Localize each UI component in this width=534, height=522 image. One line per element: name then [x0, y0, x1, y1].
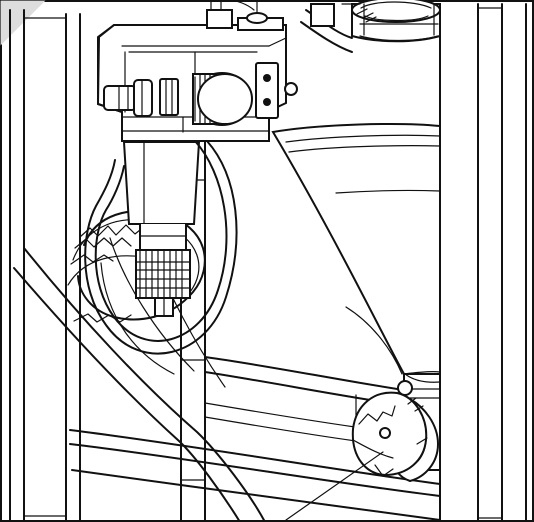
- top-vessel: [351, 0, 441, 43]
- hose-loop: [84, 140, 238, 375]
- top-fittings: [206, 0, 361, 53]
- adjustment-knob-icon: [192, 72, 253, 126]
- conical-hopper: [271, 123, 441, 375]
- inlet-connector: [103, 78, 179, 117]
- callout-leader-line: [285, 451, 384, 521]
- valve-assembly: [351, 373, 441, 483]
- filter-bowl: [122, 141, 201, 317]
- left-frame-rails: [9, 9, 81, 521]
